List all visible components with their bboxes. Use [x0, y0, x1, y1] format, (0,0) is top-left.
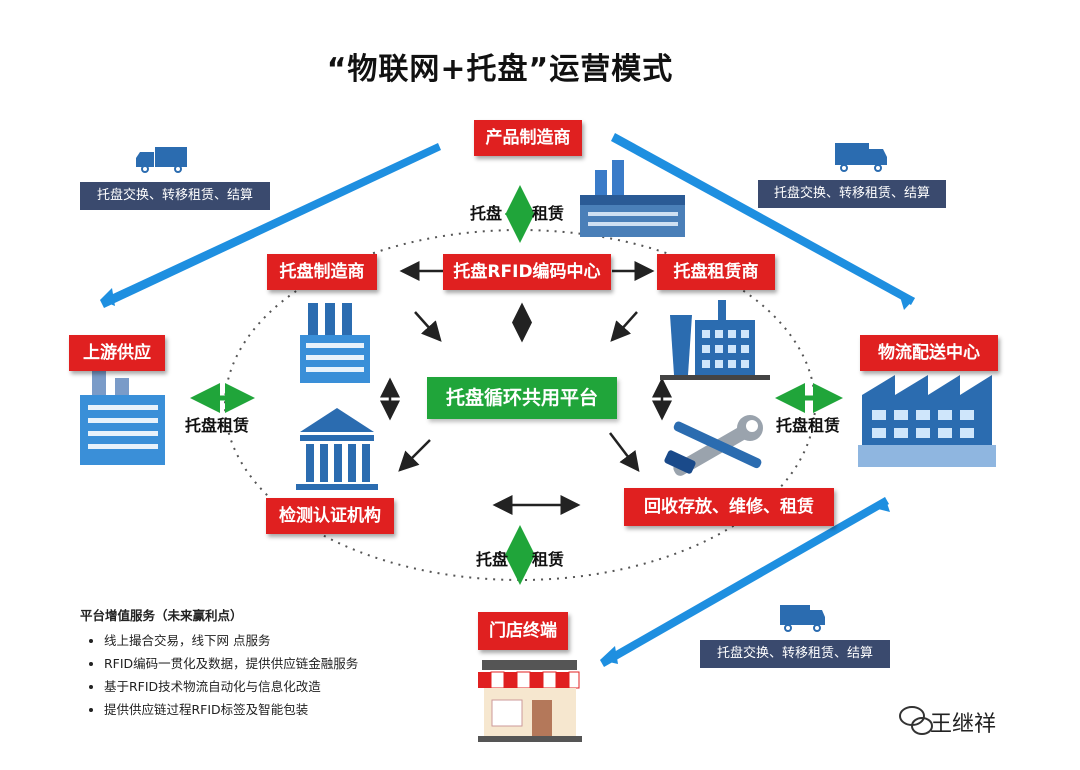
factory-icon — [580, 160, 685, 237]
node-pallet-lessor: 托盘租赁商 — [657, 254, 775, 290]
notes-item: RFID编码一贯化及数据，提供供应链金融服务 — [104, 653, 358, 672]
upstream-building-icon — [80, 368, 165, 465]
node-upstream: 上游供应 — [69, 335, 165, 371]
notes-heading: 平台增值服务（未来赢利点） — [80, 608, 243, 623]
exchange-box-top-left: 托盘交换、转移租赁、结算 — [80, 182, 270, 210]
tools-icon — [664, 415, 763, 476]
industrial-icon — [660, 300, 770, 380]
notes-item: 基于RFID技术物流自动化与信息化改造 — [104, 676, 358, 695]
node-platform: 托盘循环共用平台 — [427, 377, 617, 419]
exchange-box-top-right: 托盘交换、转移租赁、结算 — [758, 180, 946, 208]
blue-arrow-bottom-right — [600, 497, 889, 667]
label-top-pallet: 托盘 — [470, 204, 503, 223]
value-added-services: 平台增值服务（未来赢利点） 线上撮合交易，线下网 点服务 RFID编码一贯化及数… — [80, 605, 358, 722]
wechat-icon — [899, 706, 933, 735]
node-inspection: 检测认证机构 — [266, 498, 394, 534]
blue-arrow-top-right — [611, 133, 915, 305]
truck-icon — [780, 605, 825, 632]
node-pallet-maker: 托盘制造商 — [267, 254, 377, 290]
label-left-lease: 托盘租赁 — [185, 416, 250, 435]
label-right-lease: 托盘租赁 — [776, 416, 841, 435]
node-manufacturer: 产品制造商 — [474, 120, 582, 156]
building-icon — [300, 303, 370, 383]
node-store: 门店终端 — [478, 612, 568, 650]
notes-item: 提供供应链过程RFID标签及智能包装 — [104, 699, 358, 718]
label-bottom-lease: 租赁 — [532, 550, 565, 569]
brand-name: 王继祥 — [930, 712, 997, 737]
notes-item: 线上撮合交易，线下网 点服务 — [104, 630, 358, 649]
node-rfid-center: 托盘RFID编码中心 — [443, 254, 611, 290]
blue-arrows — [100, 133, 915, 667]
warehouse-icon — [858, 375, 996, 467]
node-recycle: 回收存放、维修、租赁 — [624, 488, 834, 526]
blue-arrow-top-left — [100, 143, 441, 308]
node-logistics: 物流配送中心 — [860, 335, 998, 371]
label-bottom-pallet: 托盘 — [476, 550, 509, 569]
institution-icon — [296, 408, 378, 490]
truck-icon — [136, 147, 187, 173]
store-icon — [478, 660, 582, 742]
page-title: “物联网+托盘”运营模式 — [326, 52, 674, 87]
exchange-box-bottom-right: 托盘交换、转移租赁、结算 — [700, 640, 890, 668]
label-top-lease: 租赁 — [532, 204, 565, 223]
truck-icon — [835, 143, 887, 172]
